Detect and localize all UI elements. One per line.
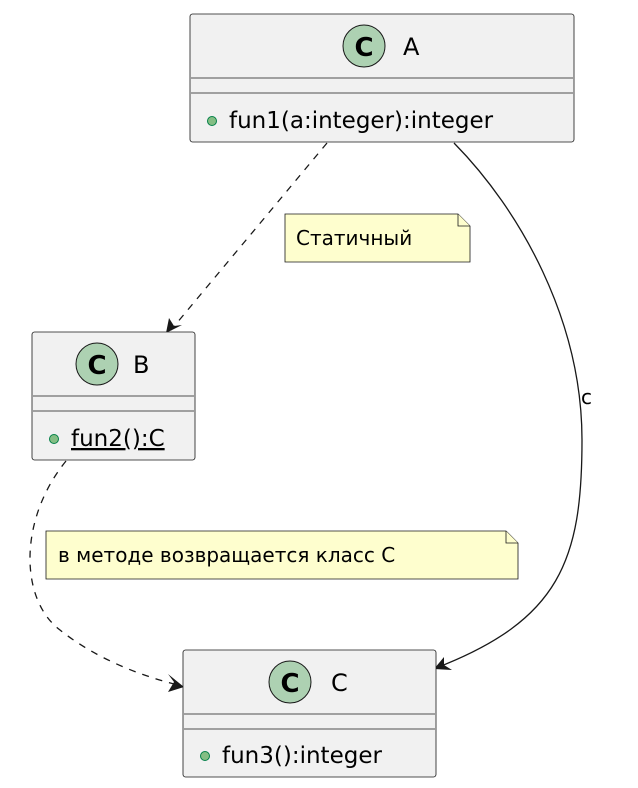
- class-a: C A fun1(a:integer):integer: [189, 13, 575, 143]
- class-a-member: fun1(a:integer):integer: [229, 108, 494, 134]
- class-a-badge-letter: C: [354, 33, 373, 63]
- edge-a-to-b: [166, 142, 328, 333]
- arrowhead-icon: [166, 318, 182, 333]
- class-b-member: fun2():C: [71, 426, 165, 452]
- arrowhead-icon: [168, 674, 184, 692]
- class-c: C C fun3():integer: [182, 649, 437, 778]
- class-b-badge-letter: C: [87, 351, 106, 381]
- note-static: Статичный: [284, 213, 471, 263]
- note-returns: в методе возвращается класс C: [45, 530, 519, 580]
- public-visibility-icon: [207, 116, 217, 126]
- arrowhead-icon: [434, 657, 452, 670]
- class-c-badge-letter: C: [280, 669, 299, 699]
- class-c-name: C: [331, 669, 348, 697]
- class-b: C B fun2():C: [31, 331, 196, 461]
- class-a-name: A: [403, 33, 420, 61]
- class-circle-icon: [342, 24, 386, 68]
- class-b-name: B: [133, 351, 149, 379]
- public-visibility-icon: [49, 434, 59, 444]
- public-visibility-icon: [200, 751, 210, 761]
- class-circle-icon: [268, 660, 312, 704]
- edge-a-to-c: c: [434, 142, 592, 670]
- class-circle-icon: [75, 342, 119, 386]
- class-c-member: fun3():integer: [222, 743, 382, 769]
- note-returns-text: в методе возвращается класс C: [58, 543, 395, 567]
- edge-b-to-c: [29, 460, 184, 692]
- edge-label-c: c: [581, 385, 592, 409]
- note-static-text: Статичный: [296, 226, 412, 250]
